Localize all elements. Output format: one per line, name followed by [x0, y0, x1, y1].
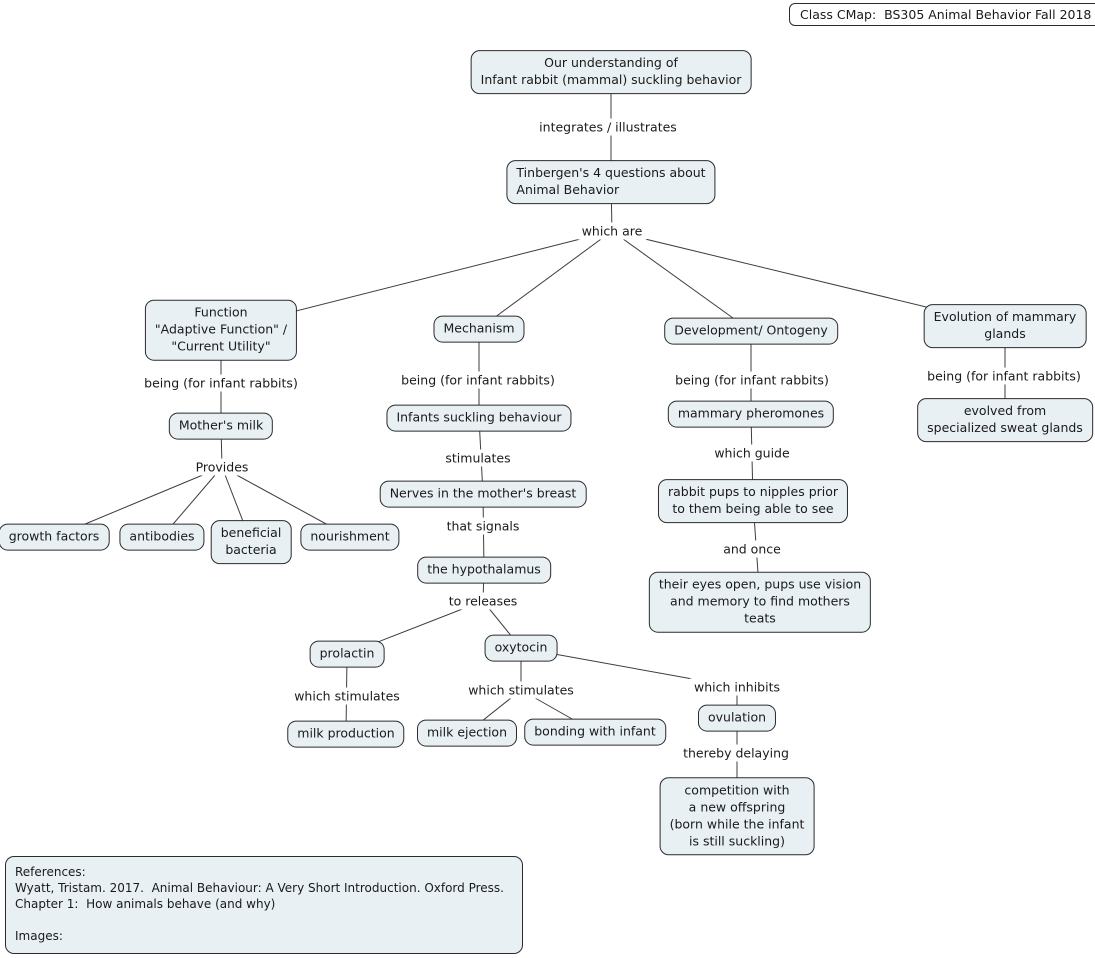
linking-phrase-which-inhibits[interactable]: which inhibits — [690, 678, 784, 696]
linking-phrase-thereby-delaying[interactable]: thereby delaying — [679, 744, 793, 762]
concept-node-antibodies[interactable]: antibodies — [119, 523, 205, 551]
linking-phrase-to-releases[interactable]: to releases — [444, 592, 522, 610]
concept-node-mechanism[interactable]: Mechanism — [433, 315, 525, 343]
concept-node-function[interactable]: Function "Adaptive Function" / "Current … — [144, 299, 298, 361]
linking-phrase-which-stimulates-2[interactable]: which stimulates — [464, 681, 578, 699]
concept-node-milk-ejection[interactable]: milk ejection — [416, 719, 518, 747]
concept-node-nourishment[interactable]: nourishment — [300, 523, 400, 551]
linking-phrase-which-are[interactable]: which are — [577, 222, 647, 240]
concept-node-growth-factors[interactable]: growth factors — [0, 523, 110, 551]
concept-node-mammary-pheromones[interactable]: mammary pheromones — [667, 400, 835, 428]
linking-phrase-being-mechanism[interactable]: being (for infant rabbits) — [397, 371, 559, 389]
linking-phrase-stimulates[interactable]: stimulates — [441, 449, 515, 467]
linking-phrase-which-guide[interactable]: which guide — [710, 444, 794, 462]
connector-line-which-are-mechanism — [478, 230, 613, 330]
concept-node-tinbergen[interactable]: Tinbergen's 4 questions about Animal Beh… — [506, 160, 716, 204]
concept-node-oxytocin[interactable]: oxytocin — [484, 634, 558, 662]
references-box[interactable]: References: Wyatt, Tristam. 2017. Animal… — [5, 856, 523, 954]
concept-node-hypothalamus[interactable]: the hypothalamus — [417, 556, 551, 584]
concept-node-competition[interactable]: competition with a new offspring (born w… — [659, 777, 815, 855]
concept-node-infants-suckling[interactable]: Infants suckling behaviour — [386, 404, 572, 432]
concept-node-bonding[interactable]: bonding with infant — [524, 718, 666, 746]
map-title-box[interactable]: Class CMap: BS305 Animal Behavior Fall 2… — [789, 3, 1095, 26]
concept-node-eyes-open[interactable]: their eyes open, pups use vision and mem… — [648, 571, 872, 633]
concept-node-prolactin[interactable]: prolactin — [309, 640, 385, 668]
concept-node-evolved-from[interactable]: evolved from specialized sweat glands — [917, 398, 1093, 442]
concept-node-beneficial-bacteria[interactable]: beneficial bacteria — [210, 520, 292, 564]
concept-node-development[interactable]: Development/ Ontogeny — [664, 317, 838, 345]
concept-node-milk-production[interactable]: milk production — [287, 720, 405, 748]
concept-node-evolution[interactable]: Evolution of mammary glands — [923, 304, 1087, 348]
linking-phrase-integrates[interactable]: integrates / illustrates — [535, 118, 681, 136]
linking-phrase-being-evolution[interactable]: being (for infant rabbits) — [923, 367, 1085, 385]
concept-node-top[interactable]: Our understanding of Infant rabbit (mamm… — [470, 50, 752, 94]
concept-node-nerves[interactable]: Nerves in the mother's breast — [379, 480, 587, 508]
connector-line-which-are-development — [611, 230, 752, 332]
concept-node-ovulation[interactable]: ovulation — [697, 704, 777, 732]
concept-node-rabbit-pups[interactable]: rabbit pups to nipples prior to them bei… — [657, 479, 849, 523]
concept-node-mothers-milk[interactable]: Mother's milk — [168, 412, 274, 440]
linking-phrase-and-once[interactable]: and once — [719, 540, 785, 558]
linking-phrase-being-function[interactable]: being (for infant rabbits) — [140, 374, 302, 392]
linking-phrase-provides[interactable]: Provides — [191, 458, 253, 476]
linking-phrase-being-development[interactable]: being (for infant rabbits) — [671, 371, 833, 389]
linking-phrase-which-stimulates-1[interactable]: which stimulates — [290, 687, 404, 705]
linking-phrase-that-signals[interactable]: that signals — [442, 517, 524, 535]
